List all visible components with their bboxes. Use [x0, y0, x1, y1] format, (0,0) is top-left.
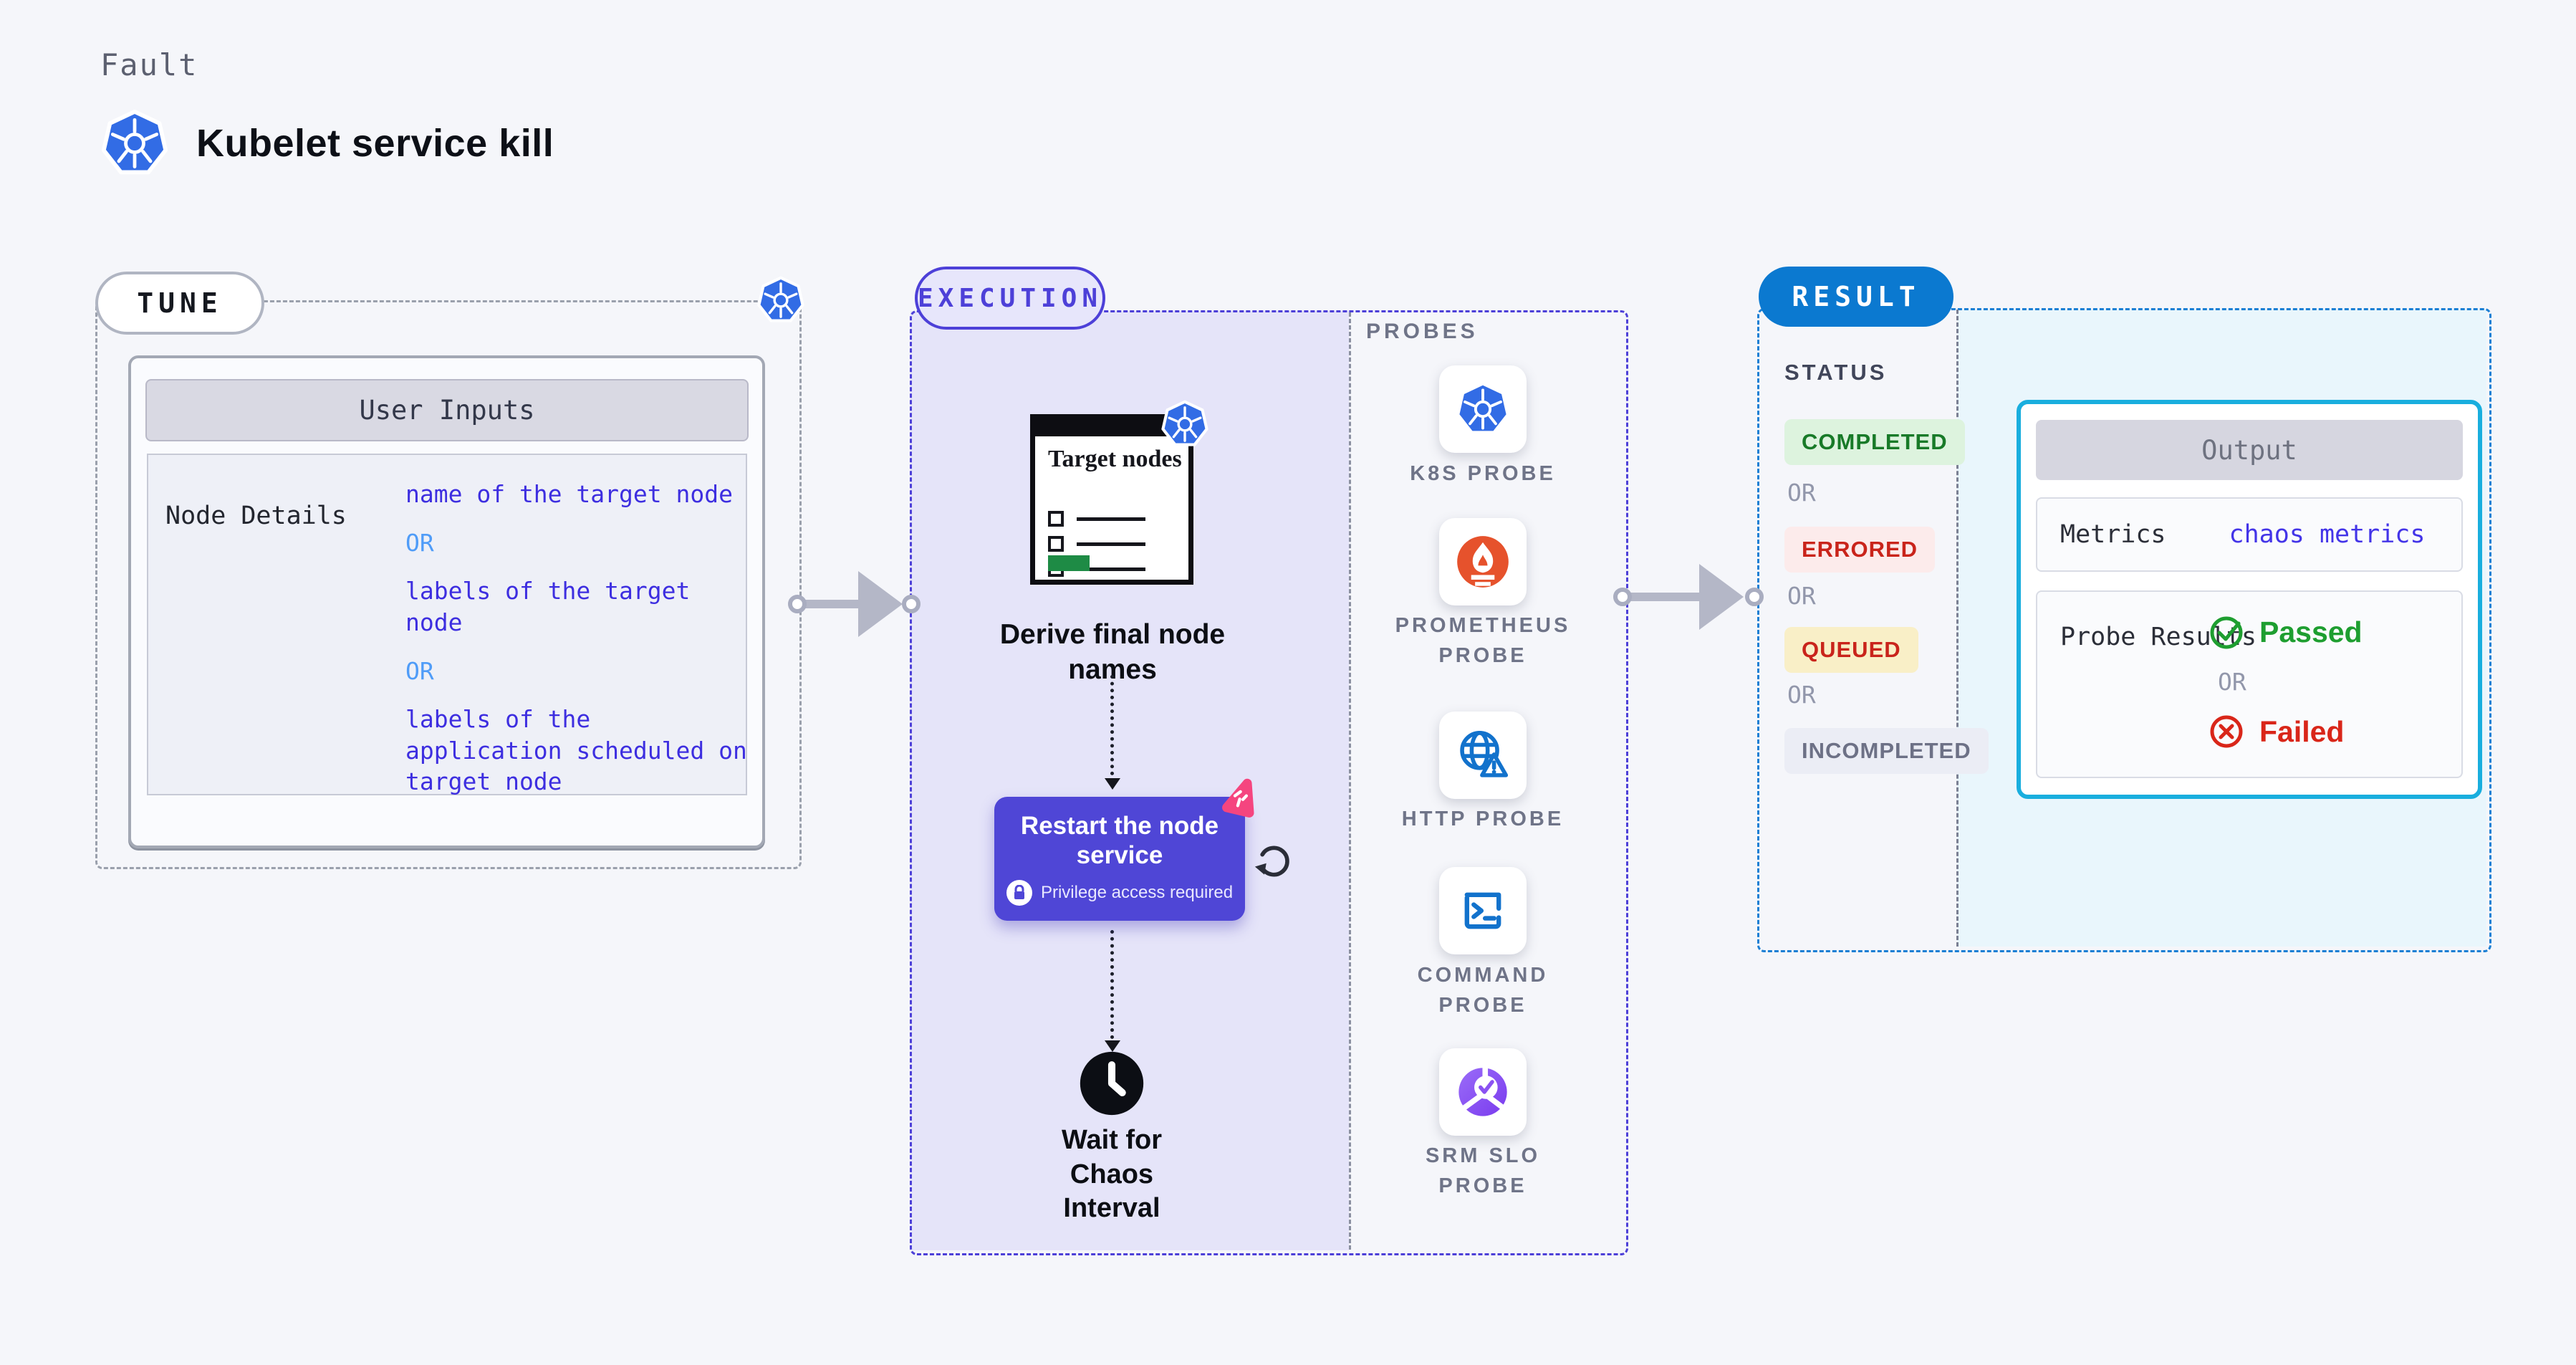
- connector-arrowhead-icon: [858, 571, 903, 637]
- checkbox-icon: [1048, 536, 1064, 552]
- http-probe-card: [1439, 712, 1527, 799]
- k8s-probe-card: [1439, 365, 1527, 453]
- status-output-divider: [1956, 310, 1959, 947]
- fault-kind-label: Fault: [100, 47, 198, 82]
- status-badge-errored: ERRORED: [1784, 527, 1936, 573]
- globe-warning-icon: [1460, 731, 1509, 777]
- http-probe-label: HTTP PROBE: [1401, 808, 1565, 830]
- option-app-labels: labels of the application scheduled on t…: [405, 704, 747, 796]
- command-probe-card: [1439, 867, 1527, 954]
- output-header: Output: [2036, 420, 2463, 480]
- status-badge-completed: COMPLETED: [1784, 419, 1965, 465]
- option-node-labels: labels of the target node: [405, 576, 691, 636]
- passed-label: Passed: [2259, 615, 2363, 648]
- target-nodes-document: Target nodes: [1030, 414, 1193, 585]
- execution-section-box: [910, 310, 1628, 1255]
- node-details-label: Node Details: [165, 502, 347, 530]
- kubernetes-icon: [1160, 400, 1209, 449]
- down-arrowhead-icon: [1105, 778, 1120, 790]
- or-separator: OR: [1787, 479, 1816, 507]
- line: [1077, 542, 1145, 546]
- flow-dotted-line: [1110, 930, 1114, 1039]
- connector-start-dot: [1613, 588, 1632, 606]
- or-separator: OR: [405, 528, 434, 557]
- connector-start-dot: [788, 595, 807, 613]
- slo-pie-check-icon: [1458, 1065, 1507, 1116]
- node-details-options: name of the target node OR labels of the…: [405, 479, 748, 798]
- connector-line: [1630, 593, 1702, 601]
- check-circle-icon: [2210, 616, 2243, 649]
- privilege-label: Privilege access required: [1040, 882, 1234, 902]
- terminal-icon: [1464, 892, 1501, 929]
- x-circle-icon: [2210, 715, 2243, 748]
- or-separator: OR: [405, 656, 434, 685]
- privilege-row: Privilege access required: [1006, 879, 1234, 906]
- restart-title: Restart the node service: [1020, 812, 1219, 869]
- connector-line: [805, 600, 862, 608]
- flow-dotted-line: [1110, 675, 1114, 775]
- connector-arrowhead-icon: [1699, 564, 1744, 630]
- line: [1077, 567, 1145, 571]
- result-section-box: [1757, 308, 2491, 952]
- probes-column-label: PROBES: [1366, 320, 1479, 343]
- probe-results-values: Passed OR Failed: [2208, 613, 2363, 750]
- restart-node-service-node: Restart the node service Privilege acces…: [994, 797, 1245, 921]
- command-probe-label: COMMAND PROBE: [1417, 964, 1549, 1017]
- or-separator: OR: [1787, 681, 1816, 709]
- metrics-value: chaos metrics: [2229, 520, 2426, 549]
- down-arrowhead-icon: [1105, 1040, 1120, 1052]
- user-inputs-body: [147, 454, 747, 795]
- status-badge-incompleted: INCOMPLETED: [1784, 728, 1989, 774]
- line: [1077, 517, 1145, 521]
- metrics-label: Metrics: [2060, 520, 2166, 549]
- or-separator: OR: [2218, 668, 2246, 696]
- failed-label: Failed: [2259, 714, 2345, 748]
- chaos-litmus-icon: [1222, 778, 1254, 818]
- lock-icon: [1006, 879, 1032, 906]
- checklist-row: [1048, 536, 1145, 552]
- clock-icon: [1080, 1051, 1144, 1116]
- status-badge-queued: QUEUED: [1784, 627, 1918, 673]
- passed-row: Passed: [2208, 613, 2363, 651]
- execution-section-pill: EXECUTION: [915, 267, 1105, 330]
- status-column-label: STATUS: [1784, 360, 1888, 385]
- checklist-row: [1048, 511, 1145, 527]
- k8s-probe-label: K8S PROBE: [1410, 462, 1556, 485]
- target-nodes-title: Target nodes: [1048, 446, 1182, 472]
- prometheus-probe-card: [1439, 518, 1527, 605]
- page-title: Kubelet service kill: [196, 122, 554, 165]
- green-bar: [1048, 555, 1090, 571]
- kubernetes-icon: [100, 109, 169, 178]
- failed-row: Failed: [2208, 713, 2363, 750]
- probe-results-row: Probe Results Passed OR Failed: [2036, 590, 2463, 778]
- tune-section-pill: TUNE: [95, 272, 264, 335]
- result-section-pill: RESULT: [1759, 267, 1953, 327]
- wait-chaos-interval-label: Wait for Chaos Interval: [1061, 1125, 1162, 1223]
- user-inputs-header: User Inputs: [145, 379, 749, 441]
- kubernetes-icon: [756, 276, 805, 325]
- prometheus-probe-label: PROMETHEUS PROBE: [1395, 614, 1571, 668]
- connector-end-dot: [1745, 588, 1764, 606]
- or-separator: OR: [1787, 582, 1816, 610]
- prometheus-icon: [1457, 536, 1509, 588]
- checkbox-icon: [1048, 511, 1064, 527]
- execution-probes-divider: [1349, 312, 1351, 1250]
- srm-slo-probe-label: SRM SLO PROBE: [1425, 1144, 1541, 1198]
- metrics-row: Metrics chaos metrics: [2036, 497, 2463, 572]
- page-title-row: Kubelet service kill: [100, 109, 554, 178]
- srm-slo-probe-card: [1439, 1048, 1527, 1136]
- tune-section-box: [95, 300, 802, 869]
- loop-refresh-icon: [1254, 846, 1289, 877]
- kubernetes-icon: [1455, 381, 1511, 437]
- option-node-name: name of the target node: [405, 480, 733, 508]
- connector-end-dot: [902, 595, 921, 613]
